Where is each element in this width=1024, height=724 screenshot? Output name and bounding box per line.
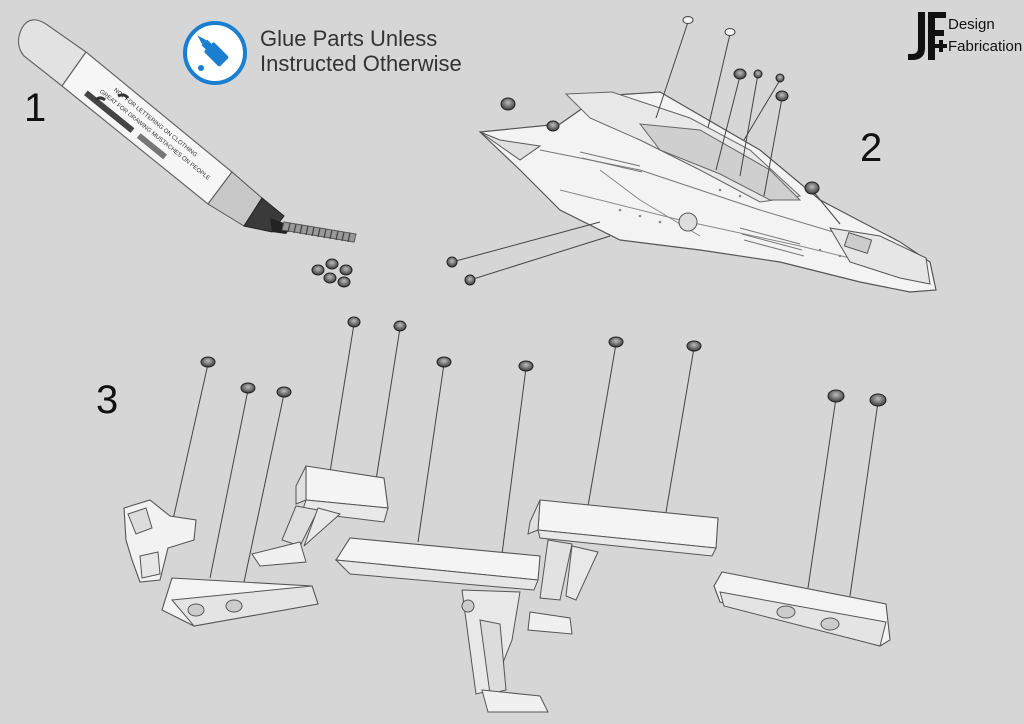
step-number-3: 3 bbox=[96, 378, 119, 422]
svg-text:GREAT FOR DRAWING MUSTACHES ON: GREAT FOR DRAWING MUSTACHES ON PEOPLE bbox=[98, 89, 211, 182]
ship-magnets bbox=[446, 16, 820, 286]
magnet-cluster bbox=[311, 258, 353, 288]
glue-instruction-note: Glue Parts Unless Instructed Otherwise bbox=[182, 21, 492, 85]
step-number-2: 2 bbox=[860, 126, 883, 170]
clip-part bbox=[123, 499, 197, 583]
ship-hull bbox=[478, 91, 937, 293]
ship-leader-lines bbox=[451, 21, 841, 281]
logo-word-fabrication: Fabrication bbox=[948, 38, 1023, 55]
logo-word-design: Design bbox=[948, 16, 995, 33]
stand-leader-lines bbox=[171, 323, 879, 597]
step-number-1: 1 bbox=[24, 86, 47, 130]
arm-stand-large bbox=[334, 537, 549, 713]
stand-magnets bbox=[200, 316, 887, 407]
glue-bottle-icon bbox=[183, 21, 247, 85]
brand-logo: Design Fabrication bbox=[906, 8, 1022, 66]
glue-note-line-2: Instructed Otherwise bbox=[260, 51, 462, 76]
arm-stand-small bbox=[251, 465, 389, 567]
base-bar-right bbox=[713, 571, 891, 647]
base-bar-left bbox=[161, 577, 319, 627]
glue-note-line-1: Glue Parts Unless bbox=[260, 26, 438, 51]
spring bbox=[281, 221, 357, 243]
arm-stand-right bbox=[527, 499, 719, 635]
marker-label-print: NOT FOR LETTERING ON CLOTHING GREAT FOR … bbox=[83, 88, 211, 182]
logo-mark-icon bbox=[908, 12, 947, 60]
